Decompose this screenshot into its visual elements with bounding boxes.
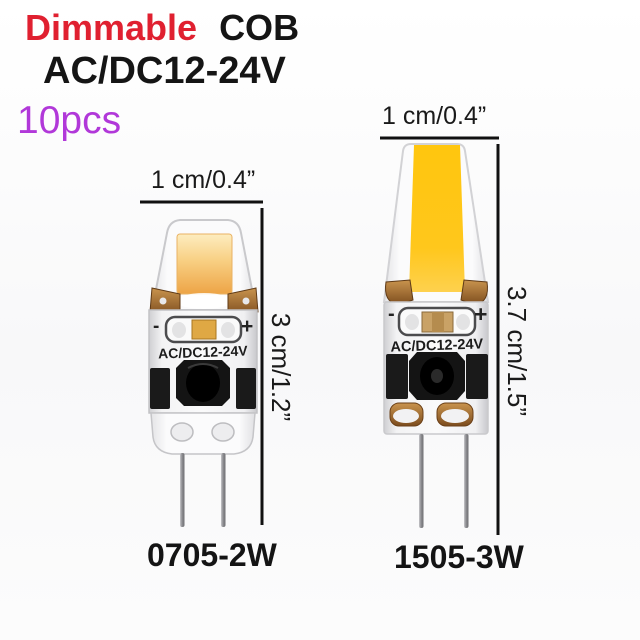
inductor-highlight xyxy=(187,363,219,369)
bulb-left-cob-chip xyxy=(176,233,233,295)
bulb-left-capacitor xyxy=(236,368,256,409)
bulb-right-height-label: 3.7 cm/1.5” xyxy=(502,285,533,417)
screw-highlight xyxy=(159,297,167,305)
bulb-right-cob-chip xyxy=(409,145,465,292)
bulb-right-pin xyxy=(419,434,424,528)
bulb-left-capacitor xyxy=(150,368,170,409)
header-line-1: Dimmable COB xyxy=(25,9,299,47)
bulb-right-minus: - xyxy=(388,303,395,325)
bulb-left-minus: - xyxy=(153,316,159,337)
window-pad xyxy=(405,314,419,330)
bulb-left-print-voltage: AC/DC12-24V xyxy=(158,342,249,361)
bulb-left-chip-reflection xyxy=(176,293,232,309)
window-pad xyxy=(456,314,470,330)
inductor-core xyxy=(186,364,220,402)
bulb-left-plus: + xyxy=(241,315,253,338)
window-pad xyxy=(172,322,186,338)
bulb-right-model-label: 1505-3W xyxy=(394,539,524,575)
bulb-right-capacitor xyxy=(386,354,408,399)
inductor-hole xyxy=(431,369,443,383)
bulb-left-pin xyxy=(221,453,226,527)
solder-bump xyxy=(211,422,235,442)
bulb-right-print-voltage: AC/DC12-24V xyxy=(390,336,484,355)
dimmable-text: Dimmable xyxy=(25,7,198,48)
bulb-right-pin xyxy=(464,434,469,528)
quantity-text: 10pcs xyxy=(17,99,122,142)
bulb-left-model-label: 0705-2W xyxy=(147,537,277,573)
bulb-left-width-label: 1 cm/0.4” xyxy=(151,166,256,194)
bulb-left-base xyxy=(150,412,256,455)
bulb-right-capacitor xyxy=(466,354,488,399)
pad-shine xyxy=(393,409,419,423)
bulb-left: - + AC/DC12-24V xyxy=(148,219,259,527)
bulb-left-pin xyxy=(180,453,185,527)
bulb-right-plus: + xyxy=(474,301,487,327)
smd-band xyxy=(432,312,444,332)
bulb-right-width-label: 1 cm/0.4” xyxy=(382,102,487,130)
bulb-right: - + AC/DC12-24V xyxy=(382,143,490,528)
window-pad xyxy=(221,322,235,338)
screw-highlight xyxy=(242,297,250,305)
pad-shine xyxy=(441,409,469,423)
voltage-text: AC/DC12-24V xyxy=(43,50,286,92)
bulb-left-smd xyxy=(191,319,217,340)
cob-text: COB xyxy=(219,7,300,48)
solder-bump xyxy=(170,422,194,442)
bulb-left-height-label: 3 cm/1.2” xyxy=(266,312,297,422)
